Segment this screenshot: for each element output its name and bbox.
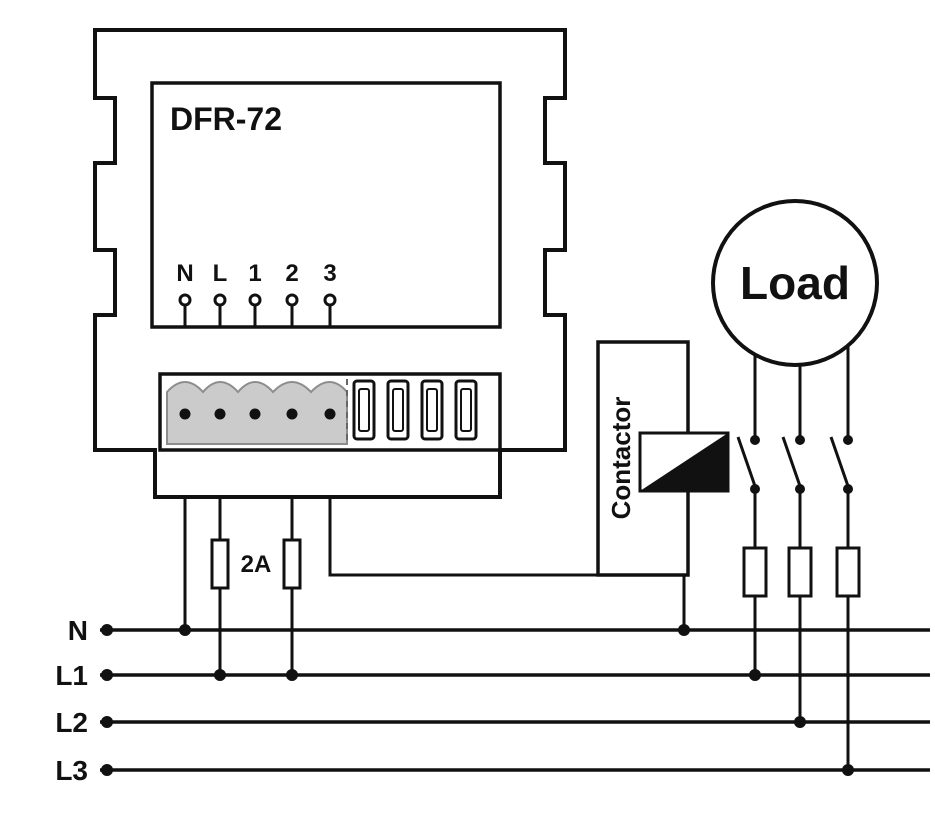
screw-terminal-dot [286, 408, 298, 420]
terminal-label-1: 1 [248, 260, 261, 287]
fuse-phase [742, 546, 768, 598]
junction-dot [749, 669, 761, 681]
terminal-pin-circle [178, 293, 192, 307]
contact-blade [829, 436, 851, 490]
switch-contact [781, 435, 805, 494]
terminal-pin-circle [323, 293, 337, 307]
screw-terminal-dot [324, 408, 336, 420]
contact-blade [736, 436, 758, 490]
terminal-label-2: 2 [285, 260, 298, 287]
switch-contact [736, 435, 760, 494]
contact-dot-top [795, 435, 805, 445]
load-circuit: Load [711, 199, 879, 770]
bus-label-n: N [68, 615, 88, 646]
screw-terminal-dot [249, 408, 261, 420]
contact-dot-top [750, 435, 760, 445]
panel-terminals: N L 1 2 3 [176, 260, 337, 327]
junction-dot [286, 669, 298, 681]
bus-end-dot [101, 669, 113, 681]
contactor-label: Contactor [606, 397, 636, 520]
fuse-supply-left [210, 538, 230, 590]
switch-contact [829, 435, 853, 494]
fuse-phase [787, 546, 813, 598]
contact-blade [781, 436, 803, 490]
supply-wiring: 2A [183, 497, 598, 675]
junction-dot [214, 669, 226, 681]
connector-slot-inner [392, 388, 404, 432]
terminal-pin-circle [248, 293, 262, 307]
junction-dot [794, 716, 806, 728]
wire-relay-output-to-contactor [328, 497, 598, 577]
junction-dot [678, 624, 690, 636]
fuse-phase [835, 546, 861, 598]
coil-fill-triangle [640, 433, 728, 491]
terminal-label-3: 3 [323, 260, 336, 287]
terminal-pin-circle [213, 293, 227, 307]
connector-slot [454, 379, 478, 441]
fuse-supply-right [282, 538, 302, 590]
device-model-label: DFR-72 [170, 101, 282, 137]
bus-label-l1: L1 [55, 660, 88, 691]
load-label: Load [740, 257, 850, 309]
bus-lines: N L1 L2 L3 [55, 615, 930, 786]
connector-slot [352, 379, 376, 441]
device: DFR-72 N L 1 2 3 [93, 28, 567, 499]
terminal-block [158, 372, 502, 452]
junction-dot [842, 764, 854, 776]
connector-slot-inner [426, 388, 438, 432]
bus-label-l2: L2 [55, 707, 88, 738]
connector-slot-inner [358, 388, 370, 432]
bus-end-dot [101, 624, 113, 636]
terminal-label-l: L [213, 260, 228, 287]
fuse-rating-label: 2A [241, 551, 272, 578]
phase-3-branch [829, 347, 861, 770]
terminal-label-n: N [176, 260, 193, 287]
bus-end-dot [101, 764, 113, 776]
connector-slot-inner [460, 388, 472, 432]
terminal-pin-circle [285, 293, 299, 307]
screw-terminal-dot [214, 408, 226, 420]
phase-2-branch [781, 365, 813, 722]
connector-slot [420, 379, 444, 441]
bus-label-l3: L3 [55, 755, 88, 786]
contactor-coil-symbol [638, 431, 730, 493]
screw-terminal-dot [179, 408, 191, 420]
contact-dot-top [843, 435, 853, 445]
connector-slot [386, 379, 410, 441]
bus-end-dot [101, 716, 113, 728]
junction-dot [179, 624, 191, 636]
contactor: Contactor [596, 340, 730, 630]
phase-1-branch [736, 356, 768, 675]
device-front-panel [150, 81, 502, 329]
load-circle [711, 199, 879, 367]
